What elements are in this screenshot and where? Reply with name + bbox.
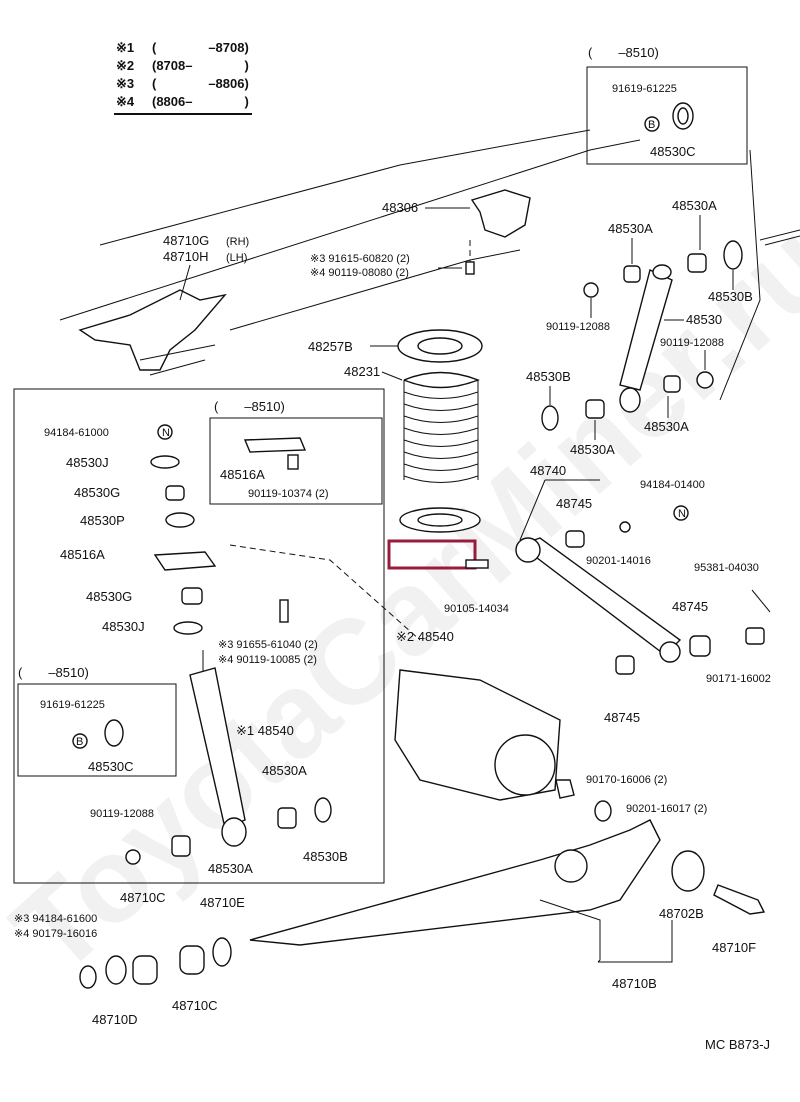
label-90201-14016: 90201-14016 [586, 555, 651, 567]
label-95381: 95381-04030 [694, 562, 759, 574]
label-48530j-2: 48530J [102, 619, 145, 634]
highlight-box [387, 539, 477, 570]
label-48231: 48231 [344, 364, 380, 379]
label-48530a-r1: 48530A [672, 198, 717, 213]
left-inset-frame [13, 388, 385, 884]
highlight-48257a [387, 539, 477, 570]
label-94184-61000: 94184-61000 [44, 427, 109, 439]
label-48710g: 48710G [163, 233, 209, 248]
label-91619-b: 91619-61225 [40, 699, 105, 711]
b-mark-bottom: B [76, 736, 83, 748]
label-94184-01400: 94184-01400 [640, 479, 705, 491]
label-48530-r: 48530 [686, 312, 722, 327]
left-inset-box: ( –8510) 48516A 90119-10374 (2) 94184-61… [13, 388, 385, 884]
label-91619-top: 91619-61225 [612, 83, 677, 95]
label-48710h: 48710H [163, 249, 209, 264]
label-48540-1: ※1 48540 [236, 723, 294, 738]
label-48702b: 48702B [659, 906, 704, 921]
label-90105: 90105-14034 [444, 603, 509, 615]
label-48710c-1: 48710C [120, 890, 166, 905]
label-48516a-2: 48516A [60, 547, 105, 562]
box2-8510-inner [17, 683, 177, 777]
label-48710f: 48710F [712, 940, 756, 955]
part-48306: 48306 [382, 189, 531, 275]
legend: ※1 ( –8708) ※2 (8708– ) ※3 ( –8806) ※4 (… [114, 40, 252, 115]
label-48530b-r: 48530B [708, 289, 753, 304]
label-90119-12088-r: 90119-12088 [546, 321, 610, 333]
label-48745-3: 48745 [604, 710, 640, 725]
label-48530a-b: 48530A [262, 763, 307, 778]
label-48530p: 48530P [80, 513, 125, 528]
box-8510-label: ( –8510) [214, 399, 285, 414]
legend-range-4: (8806– ) [152, 94, 249, 109]
label-90171: 90171-16002 [706, 673, 771, 685]
label-91655: ※3 91655-61040 (2) [218, 639, 318, 651]
label-48516a-1: 48516A [220, 467, 265, 482]
footer-code: MC B873-J [705, 1037, 770, 1052]
label-90170: 90170-16006 (2) [586, 774, 667, 786]
b-circle-icon [644, 116, 660, 132]
label-48530a-m2: 48530A [644, 419, 689, 434]
box-8510-top: ( –8510) 91619-61225 B 48530C [586, 45, 748, 165]
label-48530a-b2: 48530A [208, 861, 253, 876]
coil-spring-48231: 48257B 48231 [308, 329, 483, 533]
label-48710d: 48710D [92, 1012, 138, 1027]
label-48530c-top: 48530C [650, 144, 696, 159]
label-90119-10085: ※4 90119-10085 (2) [218, 654, 317, 666]
legend-mark-1: ※1 [116, 40, 134, 55]
label-94184-61600: ※3 94184-61600 [14, 913, 97, 925]
label-90119-08080: ※4 90119-08080 (2) [310, 267, 409, 279]
label-90201-16017: 90201-16017 (2) [626, 803, 707, 815]
label-48530b-m: 48530B [526, 369, 571, 384]
label-48710e: 48710E [200, 895, 245, 910]
box2-8510-label: ( –8510) [18, 665, 89, 680]
bushings-48710: ※3 94184-61600 ※4 90179-16016 48710C 487… [14, 890, 245, 1027]
n-mark-2: N [162, 427, 170, 439]
label-48530c-b: 48530C [88, 759, 134, 774]
label-48530a-r2: 48530A [608, 221, 653, 236]
lateral-rod-48740: 48740 48745 94184-01400 N 90201-14016 95… [515, 463, 771, 725]
box-8510-top-label: ( –8510) [588, 45, 659, 60]
label-48257b: 48257B [308, 339, 353, 354]
axle-housing: ※2 48540 90170-16006 (2) 90201-16017 (2) [229, 544, 707, 822]
shock-absorber-48530: 48530A 48530A 48530B 90119-12088 48530 9… [546, 198, 753, 434]
legend-mark-2: ※2 [116, 58, 134, 73]
label-48710h-side: (LH) [226, 252, 247, 264]
label-48530a-m: 48530A [570, 442, 615, 457]
legend-range-3: ( –8806) [152, 76, 249, 91]
legend-mark-4: ※4 [116, 94, 135, 109]
label-90179: ※4 90179-16016 [14, 928, 97, 940]
label-48740: 48740 [530, 463, 566, 478]
label-90119-10374: 90119-10374 (2) [248, 488, 329, 500]
b-mark-top: B [648, 119, 655, 131]
label-48530j-1: 48530J [66, 455, 109, 470]
legend-mark-3: ※3 [116, 76, 134, 91]
label-48710g-side: (RH) [226, 236, 249, 248]
label-48306: 48306 [382, 200, 418, 215]
label-48710c-2: 48710C [172, 998, 218, 1013]
label-90119-12088-r2: 90119-12088 [660, 337, 724, 349]
box-8510-inner [209, 417, 383, 505]
box-8510-top-frame [586, 66, 748, 165]
label-48540-2: ※2 48540 [396, 629, 454, 644]
label-48745-2: 48745 [672, 599, 708, 614]
label-48745-1: 48745 [556, 496, 592, 511]
label-48530g-2: 48530G [86, 589, 132, 604]
label-48530b-b: 48530B [303, 849, 348, 864]
label-90119-12088-b: 90119-12088 [90, 808, 154, 820]
lower-arm-48710b: 48702B 48710F 48710B [249, 819, 766, 991]
label-48710b: 48710B [612, 976, 657, 991]
legend-range-1: ( –8708) [152, 40, 249, 55]
label-48530g-1: 48530G [74, 485, 120, 500]
legend-range-2: (8708– ) [152, 58, 249, 73]
label-91615: ※3 91615-60820 (2) [310, 253, 410, 265]
n-mark-1: N [678, 508, 686, 520]
frame-outline [59, 129, 800, 401]
